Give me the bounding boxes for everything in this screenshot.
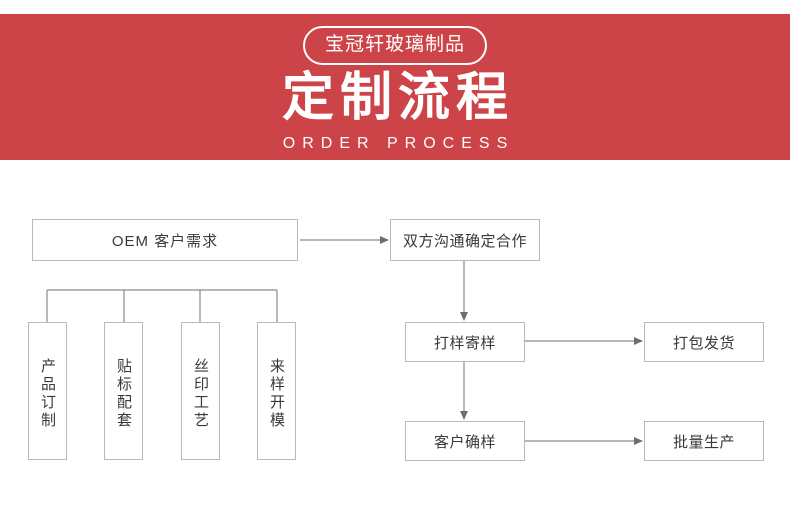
node-sample-making[interactable]: 打样寄样 bbox=[405, 322, 525, 362]
node-branch-silkscreen[interactable]: 丝印工艺 bbox=[181, 322, 220, 460]
page-title: 定制流程 bbox=[281, 69, 514, 127]
process-flowchart: OEM 客户需求 产品订制 贴标配套 丝印工艺 来样开模 双方沟通确定合作 打样… bbox=[0, 160, 790, 506]
node-customer-confirmation[interactable]: 客户确样 bbox=[405, 421, 525, 461]
node-branch-labeling[interactable]: 贴标配套 bbox=[104, 322, 143, 460]
brand-pill: 宝冠轩玻璃制品 bbox=[302, 26, 487, 65]
node-mass-production[interactable]: 批量生产 bbox=[644, 421, 764, 461]
node-packing-shipping[interactable]: 打包发货 bbox=[644, 322, 764, 362]
flowchart-connectors bbox=[46, 236, 643, 445]
header-banner-content: 宝冠轩玻璃制品 定制流程 ORDER PROCESS bbox=[0, 14, 790, 160]
node-branch-sample-mold[interactable]: 来样开模 bbox=[257, 322, 296, 460]
node-cooperation-confirmed[interactable]: 双方沟通确定合作 bbox=[390, 219, 540, 261]
page-subtitle: ORDER PROCESS bbox=[282, 135, 515, 152]
node-branch-product-customization[interactable]: 产品订制 bbox=[28, 322, 67, 460]
header-banner: 宝冠轩玻璃制品 定制流程 ORDER PROCESS bbox=[0, 14, 790, 160]
node-oem-requirement[interactable]: OEM 客户需求 bbox=[32, 219, 298, 261]
